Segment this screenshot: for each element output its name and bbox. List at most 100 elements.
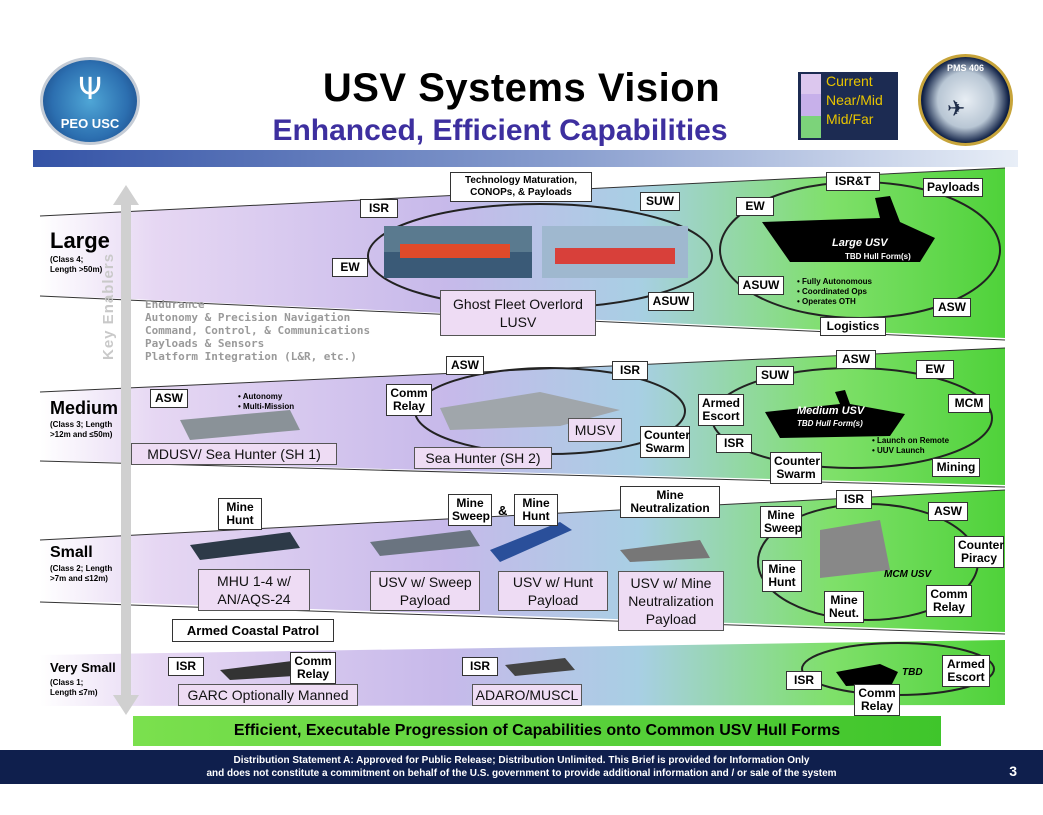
medium-asw-box: ASW <box>150 389 188 408</box>
key-enablers-list: Endurance Autonomy & Precision Navigatio… <box>145 298 370 363</box>
class-small-name: Small <box>50 544 93 561</box>
legend-near-mid: Near/Mid <box>826 92 883 108</box>
bullet-item: • Multi-Mission <box>238 402 295 411</box>
footer: Distribution Statement A: Approved for P… <box>0 750 1043 784</box>
small-counter-piracy-box: Counter Piracy <box>954 536 1004 568</box>
very-small-isr3-box: ISR <box>786 671 822 690</box>
medium-bullets-2: • Launch on Remote • UUV Launch <box>872 436 949 456</box>
large-usv-sub: TBD Hull Form(s) <box>845 252 911 261</box>
mhu-box: MHU 1-4 w/ AN/AQS-24 <box>198 569 310 611</box>
very-small-comm-relay2-box: Comm Relay <box>854 684 900 716</box>
medium-mining-box: Mining <box>932 458 980 477</box>
class-desc-line: >12m and ≤50m) <box>50 430 113 439</box>
medium-comm-relay-box: Comm Relay <box>386 384 432 416</box>
trident-icon: Ψ <box>78 72 102 107</box>
enabler-item: Endurance <box>145 298 205 311</box>
key-enablers-label: Key Enablers <box>100 252 117 360</box>
bullet-item: • Coordinated Ops <box>797 287 867 296</box>
medium-suw-box: SUW <box>756 366 794 385</box>
medium-usv-sub: TBD Hull Form(s) <box>797 419 863 428</box>
small-mine-hunt3-box: Mine Hunt <box>762 560 802 592</box>
page-number: 3 <box>1009 763 1017 779</box>
class-medium-desc: (Class 3; Length>12m and ≤50m) <box>50 420 112 440</box>
medium-bullets: • Autonomy • Multi-Mission <box>238 392 294 412</box>
very-small-isr-box: ISR <box>168 657 204 676</box>
enabler-item: Command, Control, & Communications <box>145 324 371 337</box>
legend-mid-far: Mid/Far <box>826 111 874 127</box>
small-isr-box: ISR <box>836 490 872 509</box>
medium-isr2-box: ISR <box>716 434 752 453</box>
medium-asw2-box: ASW <box>446 356 484 375</box>
small-amp: & <box>498 503 508 518</box>
class-large-desc: (Class 4;Length >50m) <box>50 255 102 275</box>
medium-counter-swarm2-box: Counter Swarm <box>770 452 822 484</box>
medium-mcm-box: MCM <box>948 394 990 413</box>
medium-counter-swarm-box: Counter Swarm <box>640 426 690 458</box>
armed-coastal-patrol-box: Armed Coastal Patrol <box>172 619 334 642</box>
small-mine-sweep-box: Mine Sweep <box>448 494 492 526</box>
usv-sweep-box: USV w/ Sweep Payload <box>370 571 480 611</box>
class-desc-line: Length ≤7m) <box>50 688 98 697</box>
usv-neut-box: USV w/ Mine Neutralization Payload <box>618 571 724 631</box>
small-asw-box: ASW <box>928 502 968 521</box>
enabler-item: Platform Integration (L&R, etc.) <box>145 350 357 363</box>
class-very-small-name: Very Small <box>50 660 116 675</box>
pms-406-logo-text: PMS 406 <box>946 63 985 73</box>
class-very-small-desc: (Class 1;Length ≤7m) <box>50 678 98 698</box>
medium-armed-escort-box: Armed Escort <box>698 394 744 426</box>
bullet-item: • Fully Autonomous <box>797 277 872 286</box>
class-desc-line: >7m and ≤12m) <box>50 574 108 583</box>
progression-banner-bg <box>133 716 941 746</box>
drone-icon: ✈ <box>947 97 966 122</box>
class-small-desc: (Class 2; Length>7m and ≤12m) <box>50 564 112 584</box>
usv-hunt-box: USV w/ Hunt Payload <box>498 571 608 611</box>
large-asuw-box: ASUW <box>648 292 694 311</box>
medium-asw3-box: ASW <box>836 350 876 369</box>
very-small-isr2-box: ISR <box>462 657 498 676</box>
footer-line-1: Distribution Statement A: Approved for P… <box>233 755 810 766</box>
class-desc-line: (Class 4; <box>50 255 84 264</box>
large-tech-box: Technology Maturation, CONOPs, & Payload… <box>450 172 592 202</box>
bullet-item: • Launch on Remote <box>872 436 950 445</box>
peo-usc-logo-text: PEO USC <box>60 116 120 131</box>
large-isrt-box: ISR&T <box>826 172 880 191</box>
large-isr-box: ISR <box>360 199 398 218</box>
bullet-item: • Operates OTH <box>797 297 856 306</box>
small-comm-relay-box: Comm Relay <box>926 585 972 617</box>
large-ew-box: EW <box>332 258 368 277</box>
medium-isr-box: ISR <box>612 361 648 380</box>
legend: Current Near/Mid Mid/Far <box>822 72 898 129</box>
page-title: USV Systems Vision <box>322 66 721 110</box>
small-mine-sweep2-box: Mine Sweep <box>760 506 802 538</box>
large-logistics-box: Logistics <box>820 317 886 336</box>
large-asuw2-box: ASUW <box>738 276 784 295</box>
header-band <box>33 150 1018 167</box>
class-desc-line: Length >50m) <box>50 265 103 274</box>
very-small-comm-relay-box: Comm Relay <box>290 652 336 684</box>
progression-banner: Efficient, Executable Progression of Cap… <box>233 722 841 739</box>
class-desc-line: (Class 1; <box>50 678 84 687</box>
very-small-armed-escort-box: Armed Escort <box>942 655 990 687</box>
bullet-item: • UUV Launch <box>872 446 925 455</box>
musv-box: MUSV <box>568 418 622 442</box>
class-desc-line: (Class 3; Length <box>50 420 113 429</box>
pms-406-logo: PMS 406 ✈ <box>918 54 1013 146</box>
class-large-name: Large <box>50 228 110 253</box>
sea-hunter-2-box: Sea Hunter (SH 2) <box>414 447 552 469</box>
large-bullets: • Fully Autonomous • Coordinated Ops • O… <box>797 277 872 307</box>
peo-usc-logo: Ψ PEO USC <box>40 57 140 145</box>
enabler-item: Payloads & Sensors <box>145 337 265 350</box>
small-mine-hunt-box: Mine Hunt <box>218 498 262 530</box>
small-mine-neut-box: Mine Neutralization <box>620 486 720 518</box>
page-subtitle: Enhanced, Efficient Capabilities <box>272 114 728 147</box>
adaro-box: ADARO/MUSCL <box>472 684 582 706</box>
class-medium-name: Medium <box>50 398 119 418</box>
bullet-item: • Autonomy <box>238 392 283 401</box>
legend-current: Current <box>826 73 873 89</box>
large-payloads-box: Payloads <box>923 178 983 197</box>
small-mine-neut2-box: Mine Neut. <box>824 591 864 623</box>
large-asw-box: ASW <box>933 298 971 317</box>
large-ew2-box: EW <box>736 197 774 216</box>
mdusv-box: MDUSV/ Sea Hunter (SH 1) <box>131 443 337 465</box>
medium-usv-name: Medium USV <box>797 405 865 417</box>
